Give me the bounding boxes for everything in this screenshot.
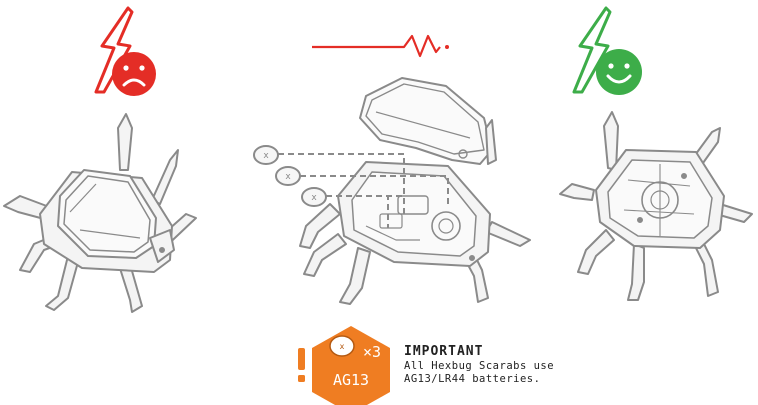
notice-line-2: AG13/LR44 batteries. xyxy=(404,373,541,385)
scarab-open-illustration xyxy=(299,77,531,305)
signal-line-icon xyxy=(312,34,449,58)
battery-type: AG13 xyxy=(333,371,369,389)
scarab-open-body-illustration xyxy=(559,111,753,301)
battery-icon: x xyxy=(329,335,355,357)
notice-line-1: All Hexbug Scarabs use xyxy=(404,360,555,372)
svg-text:x: x xyxy=(340,342,345,351)
scarab-closed-illustration xyxy=(3,113,197,313)
lightning-happy-face-icon xyxy=(572,6,642,95)
svg-text:x: x xyxy=(285,172,291,182)
battery-icon: x xyxy=(301,187,327,207)
battery-notice: IMPORTANT All Hexbug Scarabs use AG13/LR… xyxy=(404,344,704,386)
battery-count: ×3 xyxy=(363,343,381,361)
battery-icons: x x x xyxy=(253,145,327,207)
svg-text:x: x xyxy=(263,151,269,161)
battery-icon: x xyxy=(253,145,279,165)
lightning-sad-face-icon xyxy=(94,6,156,96)
battery-guide-lines xyxy=(278,153,449,228)
svg-text:x: x xyxy=(311,193,317,203)
notice-title: IMPORTANT xyxy=(404,344,484,359)
battery-icon: x xyxy=(275,166,301,186)
battery-badge: x ×3 AG13 xyxy=(312,326,390,405)
exclamation-icon xyxy=(298,348,305,382)
